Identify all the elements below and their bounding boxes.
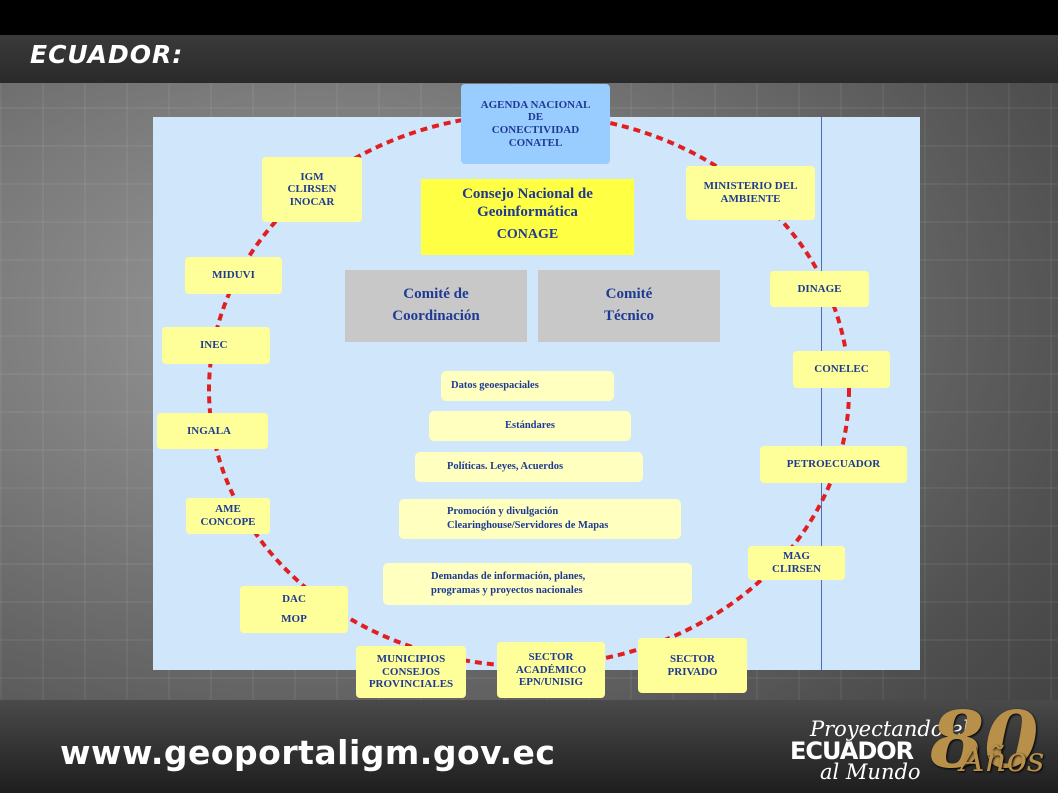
institution-agenda: AGENDA NACIONAL DE CONECTIVIDAD CONATEL bbox=[461, 84, 610, 164]
topic-item: Promoción y divulgación Clearinghouse/Se… bbox=[399, 499, 681, 539]
divider-line bbox=[821, 117, 822, 670]
institution-miduvi: MIDUVI bbox=[185, 257, 282, 294]
topic-item: Demandas de información, planes, program… bbox=[383, 563, 692, 605]
institution-igm: IGM CLIRSEN INOCAR bbox=[262, 157, 362, 222]
institution-dinage: DINAGE bbox=[770, 271, 869, 307]
institution-ingala: INGALA bbox=[157, 413, 268, 449]
institution-sector-privado: SECTOR PRIVADO bbox=[638, 638, 747, 693]
institution-dac: DAC MOP bbox=[240, 586, 348, 633]
conage-box: Consejo Nacional de Geoinformática CONAG… bbox=[421, 179, 634, 255]
committee-technical-label: Comité Técnico bbox=[604, 286, 654, 324]
top-bar bbox=[0, 0, 1058, 35]
page-title: ECUADOR: bbox=[30, 40, 184, 69]
council-acronym: CONAGE bbox=[496, 227, 559, 242]
committee-coordination-box: Comité de Coordinación bbox=[345, 270, 527, 342]
institution-conelec: CONELEC bbox=[793, 351, 890, 388]
institution-mag: MAG CLIRSEN bbox=[748, 546, 845, 580]
topic-item: Datos geoespaciales bbox=[441, 371, 614, 401]
topic-item: Estándares bbox=[429, 411, 631, 441]
committee-coordination-label: Comité de Coordinación bbox=[392, 286, 480, 324]
logo-line2: ECUADOR bbox=[790, 737, 914, 765]
institution-petroecuador: PETROECUADOR bbox=[760, 446, 907, 483]
footer-bar bbox=[0, 700, 1058, 793]
institution-ministerio: MINISTERIO DEL AMBIENTE bbox=[686, 166, 815, 220]
committee-technical-box: Comité Técnico bbox=[538, 270, 720, 342]
logo-line1: Proyectando el bbox=[810, 717, 970, 741]
council-name: Consejo Nacional de Geoinformática bbox=[462, 186, 593, 220]
footer-url[interactable]: www.geoportaligm.gov.ec bbox=[60, 733, 556, 772]
topic-item: Políticas. Leyes, Acuerdos bbox=[415, 452, 643, 482]
institution-sector-academico: SECTOR ACADÉMICO EPN/UNISIG bbox=[497, 642, 605, 698]
logo-years: Años bbox=[960, 740, 1045, 780]
logo-line3: al Mundo bbox=[820, 760, 921, 784]
institution-ame: AME CONCOPE bbox=[186, 498, 270, 534]
institution-inec: INEC bbox=[162, 327, 270, 364]
title-bar bbox=[0, 35, 1058, 83]
logo-number: 80 bbox=[930, 695, 1039, 786]
institution-municipios: MUNICIPIOS CONSEJOS PROVINCIALES bbox=[356, 646, 466, 698]
